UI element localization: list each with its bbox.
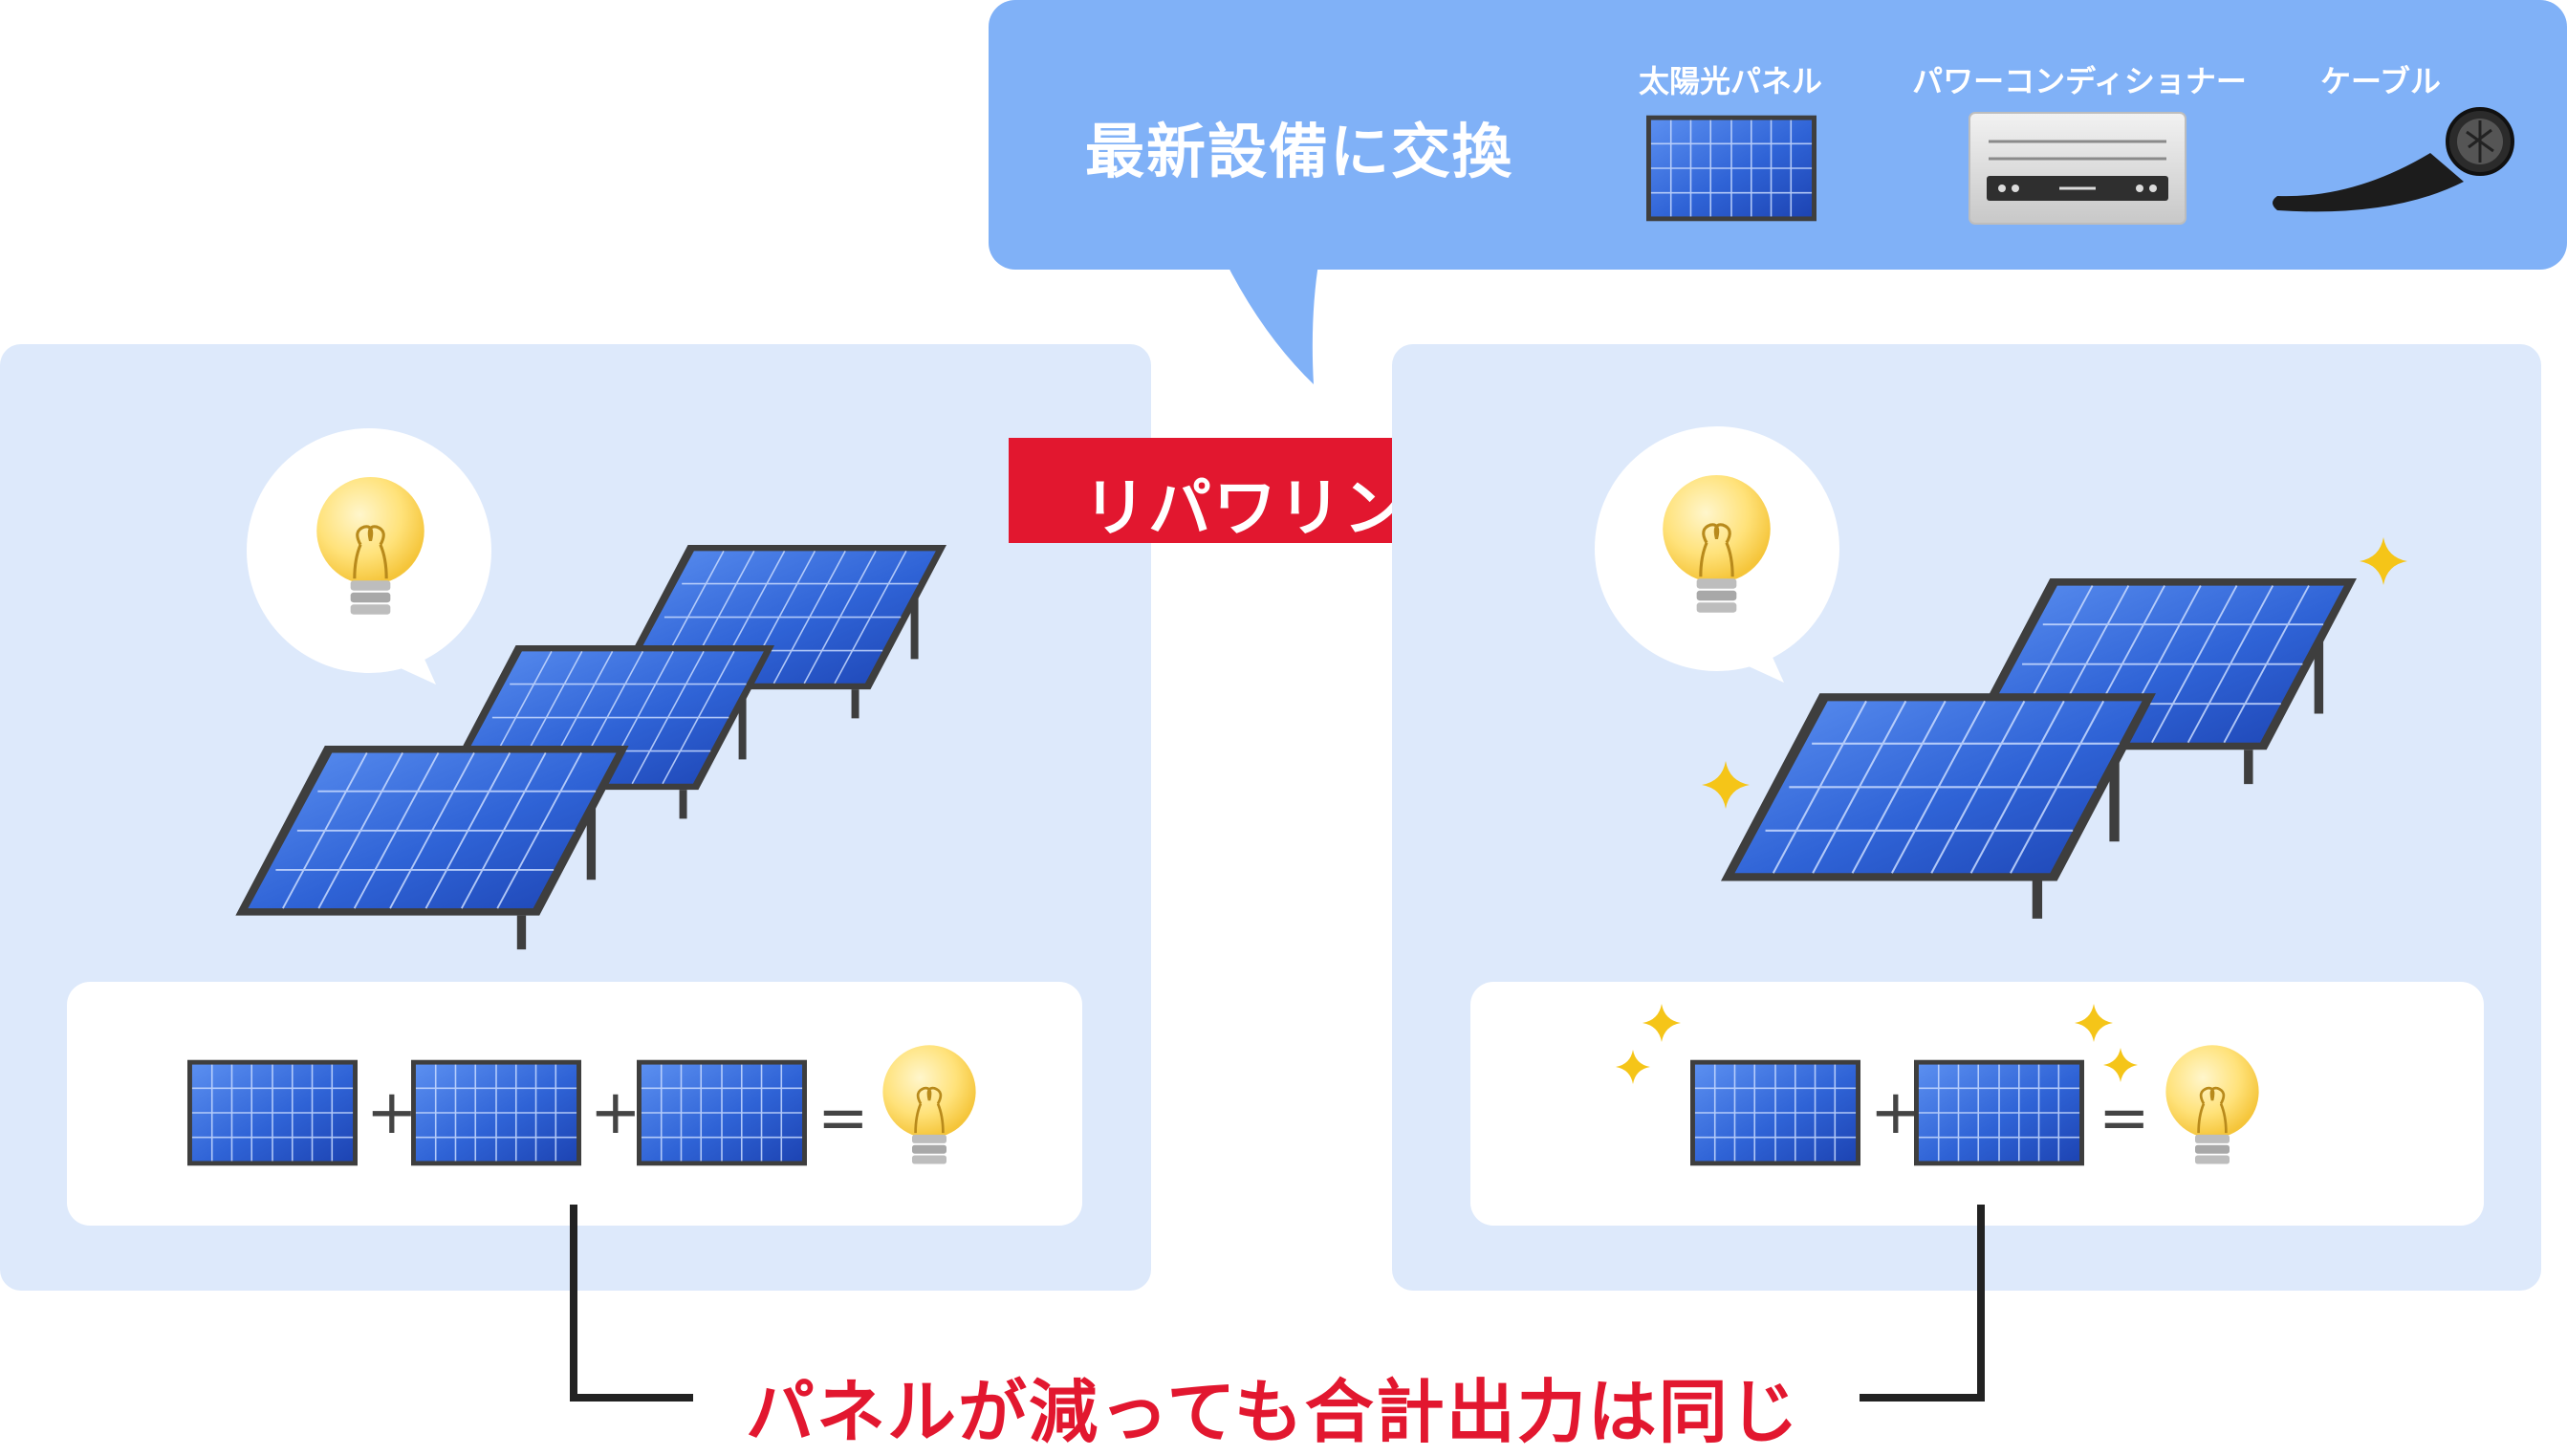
callout-item-label-cable: ケーブル [2319,63,2442,99]
equals-sign: = [817,1083,869,1154]
callout-item-label-pcs: パワーコンディショナー [1912,63,2247,99]
plus-sign: + [1870,1077,1922,1148]
plus-sign: + [590,1077,642,1148]
plus-sign: + [366,1077,418,1148]
power-conditioner-icon [1969,112,2186,225]
bottom-caption: パネルが減っても合計出力は同じ [746,1372,1800,1452]
cable-icon [2273,107,2514,212]
callout-tail [1224,258,1319,384]
callout-title: 最新設備に交換 [1085,117,1514,186]
equals-sign: = [2099,1083,2150,1154]
callout-item-label-panel: 太陽光パネル [1638,63,1822,99]
